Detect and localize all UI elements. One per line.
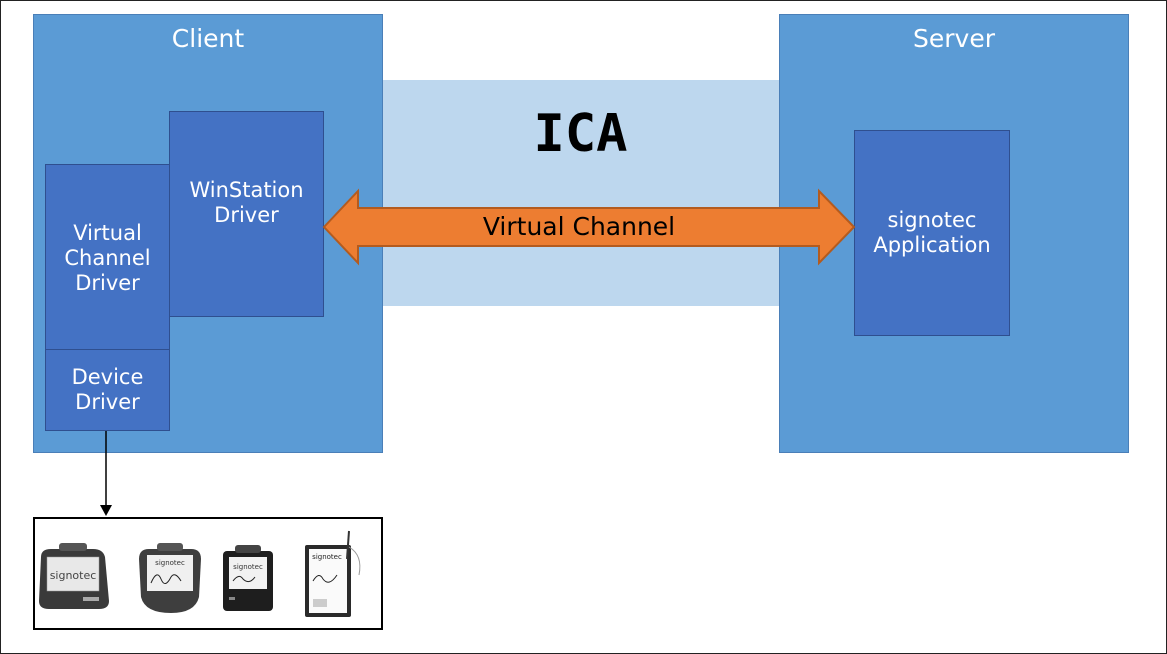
virtual-channel-driver-box: Virtual Channel Driver [45, 164, 170, 350]
signotec-application-label: signotec Application [873, 208, 991, 257]
device-connector-arrowhead [100, 505, 112, 516]
signature-tablet-with-pen-icon: signotec [305, 530, 361, 617]
devices-illustration: signotec signotec signotec [39, 530, 361, 617]
device-1-brand: signotec [50, 569, 97, 582]
signature-pad-icon: signotec [223, 545, 273, 611]
device-4-brand: signotec [312, 553, 342, 561]
device-driver-box: Device Driver [45, 349, 170, 431]
device-3-brand: signotec [233, 563, 263, 571]
device-driver-label: Device Driver [71, 365, 144, 414]
signature-pad-icon: signotec [39, 543, 109, 609]
client-title: Client [171, 24, 245, 53]
virtual-channel-arrow [322, 188, 856, 266]
virtual-channel-driver-label: Virtual Channel Driver [64, 220, 151, 295]
device-2-brand: signotec [155, 559, 185, 567]
server-title: Server [913, 24, 995, 53]
ica-channel-band [382, 80, 779, 306]
signature-pad-icon: signotec [139, 543, 201, 613]
winstation-driver-label: WinStation Driver [189, 178, 304, 227]
virtual-channel-label: Virtual Channel [482, 212, 676, 241]
signature-devices-panel: signotec signotec signotec [33, 517, 383, 630]
ica-label: ICA [533, 104, 628, 164]
signotec-application-box: signotec Application [854, 130, 1010, 336]
